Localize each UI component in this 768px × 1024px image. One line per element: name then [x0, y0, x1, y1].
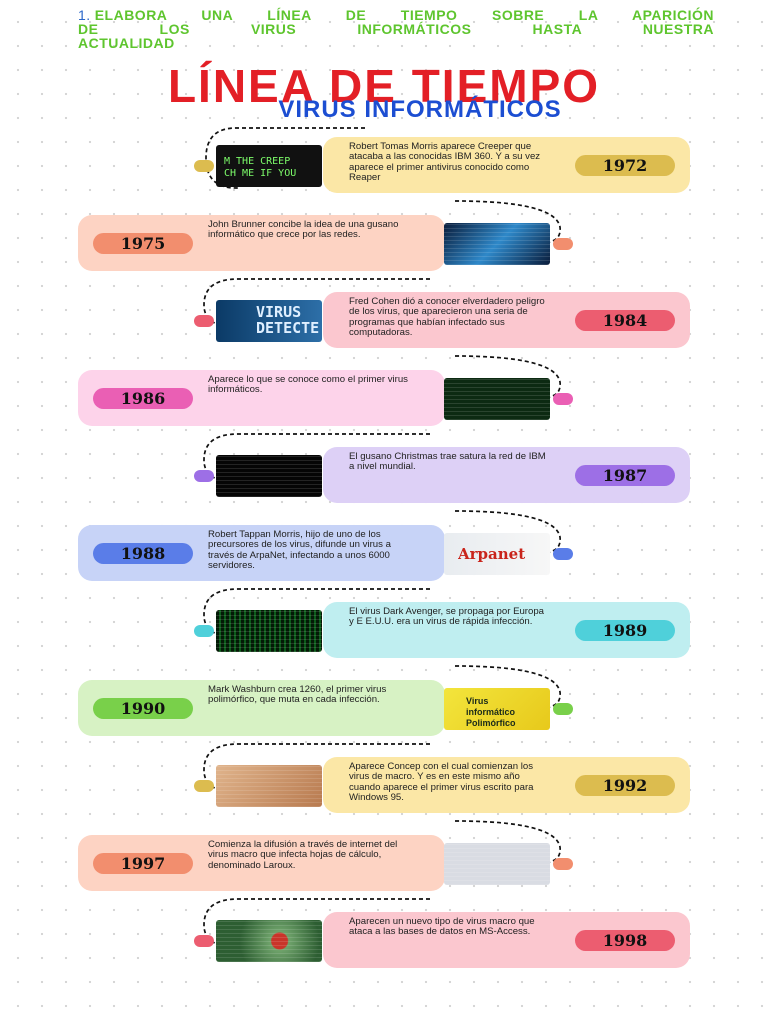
timeline-dot	[553, 238, 573, 250]
event-description: Robert Tappan Morris, hijo de uno de los…	[208, 529, 391, 572]
timeline-dot	[553, 393, 573, 405]
timeline-dot	[194, 160, 214, 172]
event-card: Robert Tappan Morris, hijo de uno de los…	[78, 525, 445, 581]
event-image	[444, 223, 550, 265]
event-card: El virus Dark Avenger, se propaga por Eu…	[323, 602, 690, 658]
assignment-heading: 1.ELABORA UNA LÍNEA DE TIEMPO SOBRE LA A…	[78, 8, 714, 50]
timeline-dot	[194, 780, 214, 792]
event-year-badge: 1986	[93, 388, 193, 409]
heading-line-2: DE LOS VIRUS INFORMÁTICOS HASTA NUESTRA	[78, 21, 714, 37]
event-description: Mark Washburn crea 1260, el primer virus…	[208, 684, 387, 706]
event-year-badge: 1988	[93, 543, 193, 564]
event-year-badge: 1990	[93, 698, 193, 719]
event-description: El virus Dark Avenger, se propaga por Eu…	[349, 606, 545, 628]
event-image-caption: VIRUS DETECTE	[256, 304, 320, 336]
event-card: Comienza la difusión a través de interne…	[78, 835, 445, 891]
event-image: M THE CREEP CH ME IF YOU	[216, 145, 322, 187]
event-card: Fred Cohen dió a conocer elverdadero pel…	[323, 292, 690, 348]
page-title: LÍNEA DE TIEMPO	[167, 60, 601, 112]
event-image-pattern	[216, 920, 322, 962]
event-year-badge: 1989	[575, 620, 675, 641]
event-image	[444, 378, 550, 420]
timeline-dot	[194, 470, 214, 482]
event-card: Robert Tomas Morris aparece Creeper que …	[323, 137, 690, 193]
event-description: Aparece lo que se conoce como el primer …	[208, 374, 408, 396]
event-image-caption: Virus informático Polimórfico	[466, 696, 516, 728]
event-image	[216, 765, 322, 807]
event-description: Comienza la difusión a través de interne…	[208, 839, 398, 871]
event-image-pattern	[444, 378, 550, 420]
event-image-pattern	[216, 610, 322, 652]
event-image: Arpanet	[444, 533, 550, 575]
event-year-badge: 1984	[575, 310, 675, 331]
event-image-caption: M THE CREEP CH ME IF YOU	[224, 156, 297, 179]
event-image: Virus informático Polimórfico	[444, 688, 550, 730]
event-image-caption: Arpanet	[458, 545, 526, 563]
event-description: Aparece Concep con el cual comienzan los…	[349, 761, 534, 804]
event-card: Aparece lo que se conoce como el primer …	[78, 370, 445, 426]
timeline-dot	[553, 548, 573, 560]
event-description: Aparecen un nuevo tipo de virus macro qu…	[349, 916, 535, 938]
event-description: Robert Tomas Morris aparece Creeper que …	[349, 141, 541, 184]
event-description: John Brunner concibe la idea de una gusa…	[208, 219, 399, 241]
event-description: Fred Cohen dió a conocer elverdadero pel…	[349, 296, 545, 339]
event-year-badge: 1998	[575, 930, 675, 951]
event-image-pattern	[216, 765, 322, 807]
event-year-badge: 1997	[93, 853, 193, 874]
event-image	[216, 455, 322, 497]
event-card: El gusano Christmas trae satura la red d…	[323, 447, 690, 503]
event-image-pattern	[216, 455, 322, 497]
timeline-dot	[553, 703, 573, 715]
timeline-dot	[194, 935, 214, 947]
event-image	[444, 843, 550, 885]
event-image: VIRUS DETECTE	[216, 300, 322, 342]
event-year-badge: 1987	[575, 465, 675, 486]
event-card: Aparecen un nuevo tipo de virus macro qu…	[323, 912, 690, 968]
event-card: John Brunner concibe la idea de una gusa…	[78, 215, 445, 271]
event-year-badge: 1972	[575, 155, 675, 176]
timeline-dot	[194, 625, 214, 637]
event-card: Aparece Concep con el cual comienzan los…	[323, 757, 690, 813]
event-image	[216, 920, 322, 962]
event-description: El gusano Christmas trae satura la red d…	[349, 451, 546, 473]
event-year-badge: 1992	[575, 775, 675, 796]
timeline-dot	[194, 315, 214, 327]
heading-line-1: 1.ELABORA UNA LÍNEA DE TIEMPO SOBRE LA A…	[78, 7, 714, 23]
connector-start	[205, 127, 365, 189]
event-year-badge: 1975	[93, 233, 193, 254]
event-image-pattern	[444, 843, 550, 885]
page-subtitle: VIRUS INFORMÁTICOS	[278, 96, 562, 123]
event-image-pattern	[444, 223, 550, 265]
heading-number: 1.	[78, 7, 91, 23]
timeline-dot	[553, 858, 573, 870]
event-image	[216, 610, 322, 652]
event-card: Mark Washburn crea 1260, el primer virus…	[78, 680, 445, 736]
heading-line-3: ACTUALIDAD	[78, 35, 175, 51]
